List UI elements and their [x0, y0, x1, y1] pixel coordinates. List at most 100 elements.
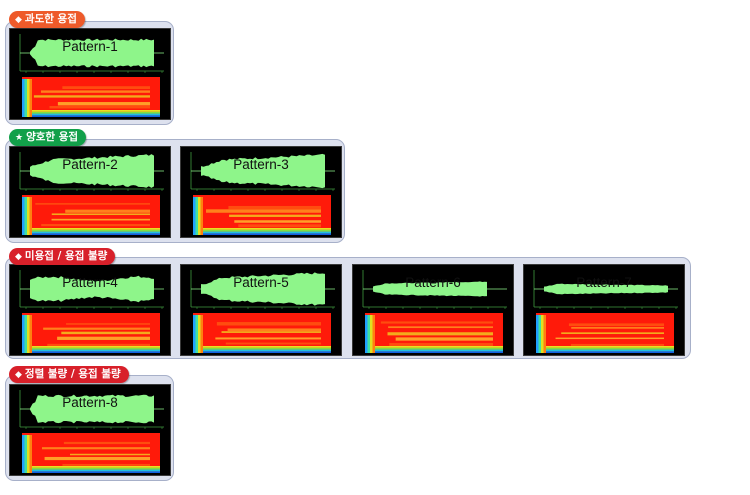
spectrogram-low-band: [22, 113, 160, 116]
spectrogram-band: [206, 209, 321, 213]
spectrogram-band: [568, 323, 664, 327]
spectrogram-band: [387, 332, 493, 336]
waveform-svg: [190, 152, 335, 191]
spectrogram-onset: [29, 197, 32, 235]
spectrogram-band: [66, 323, 150, 325]
spectrogram-band: [51, 218, 150, 221]
spectrogram-onset: [22, 435, 25, 473]
spectrogram-low-band: [22, 466, 160, 468]
spectrogram-onset: [538, 315, 541, 353]
spectrogram-svg: [193, 195, 331, 235]
spectrogram-band: [35, 203, 150, 205]
spectrogram-low-band: [536, 346, 674, 348]
spectrogram-band: [63, 441, 151, 445]
spectrogram-svg: [536, 313, 674, 353]
spectrogram-band: [33, 95, 150, 98]
pattern-card-8[interactable]: Pattern-8: [9, 384, 171, 476]
spectrogram-band: [234, 220, 321, 223]
pattern-card-5[interactable]: Pattern-5: [180, 264, 342, 356]
group-tag-label: 양호한 용접: [26, 131, 79, 143]
spectrogram-onset: [24, 315, 27, 353]
spectrogram-low-band: [193, 233, 331, 235]
spectrogram-low-band: [22, 111, 160, 114]
spectrogram-band: [555, 337, 664, 340]
spectrogram-band: [561, 332, 664, 335]
spectrogram-band: [43, 327, 150, 330]
spectrogram-band: [225, 342, 321, 345]
spectrogram-band: [221, 331, 321, 333]
spectrogram-low-band: [536, 349, 674, 352]
spectrogram-onset: [193, 315, 196, 353]
group-tag-label: 미용접 / 용접 불량: [24, 250, 108, 262]
pattern-card-3[interactable]: Pattern-3: [180, 146, 342, 238]
spectrogram-onset: [367, 315, 370, 353]
spectrogram-plot: [536, 313, 674, 353]
spectrogram-onset: [198, 197, 201, 235]
spectrogram-low-band: [22, 229, 160, 232]
waveform-svg: [19, 270, 164, 309]
pattern-card-2[interactable]: Pattern-2: [9, 146, 171, 238]
spectrogram-svg: [22, 195, 160, 235]
waveform-plot: [187, 269, 337, 309]
spectrogram-band: [228, 205, 321, 210]
spectrogram-low-band: [22, 351, 160, 353]
waveform-plot: [16, 269, 166, 309]
pattern-label: Pattern-8: [62, 395, 118, 410]
spectrogram-band: [49, 105, 151, 109]
spectrogram-low-band: [536, 351, 674, 353]
waveform-plot: [16, 33, 166, 73]
spectrogram-onset: [370, 315, 373, 353]
spectrogram-band: [395, 337, 493, 341]
spectrogram-band: [69, 453, 150, 456]
pattern-label: Pattern-7: [576, 275, 632, 290]
spectrogram-low-band: [22, 469, 160, 472]
diamond-icon: ◆: [15, 370, 22, 380]
waveform-plot: [187, 151, 337, 191]
spectrogram-band: [57, 102, 150, 106]
pattern-card-6[interactable]: Pattern-6: [352, 264, 514, 356]
spectrogram-plot: [22, 77, 160, 117]
spectrogram-svg: [22, 313, 160, 353]
pattern-label: Pattern-5: [233, 275, 289, 290]
pattern-card-4[interactable]: Pattern-4: [9, 264, 171, 356]
diamond-icon: ◆: [15, 252, 22, 262]
spectrogram-band: [62, 463, 150, 466]
spectrogram-band: [238, 224, 321, 228]
spectrogram-onset: [541, 315, 544, 353]
spectrogram-onset: [195, 315, 198, 353]
spectrogram-band: [40, 90, 150, 93]
spectrogram-low-band: [193, 229, 331, 232]
spectrogram-band: [47, 343, 150, 348]
spectrogram-low-band: [365, 349, 503, 352]
spectrogram-band: [389, 343, 493, 346]
spectrogram-onset: [193, 197, 196, 235]
spectrogram-onset: [198, 315, 201, 353]
spectrogram-low-band: [22, 110, 160, 112]
pattern-label: Pattern-4: [62, 275, 118, 290]
spectrogram-low-band: [193, 347, 331, 350]
spectrogram-band: [61, 331, 150, 335]
waveform-svg: [19, 152, 164, 191]
spectrogram-onset: [29, 435, 32, 473]
spectrogram-onset: [543, 315, 546, 353]
spectrogram-low-band: [22, 471, 160, 473]
spectrogram-low-band: [193, 351, 331, 353]
pattern-card-7[interactable]: Pattern-7: [523, 264, 685, 356]
spectrogram-band: [570, 343, 664, 346]
spectrogram-low-band: [193, 231, 331, 234]
spectrogram-low-band: [22, 467, 160, 470]
spectrogram-onset: [195, 197, 198, 235]
spectrogram-svg: [365, 313, 503, 353]
spectrogram-low-band: [22, 115, 160, 117]
spectrogram-band: [388, 326, 493, 329]
waveform-svg: [362, 270, 507, 309]
spectrogram-band: [215, 337, 321, 340]
pattern-card-1[interactable]: Pattern-1: [9, 28, 171, 120]
spectrogram-svg: [22, 77, 160, 117]
spectrogram-low-band: [536, 347, 674, 350]
spectrogram-onset: [24, 435, 27, 473]
spectrogram-onset: [372, 315, 375, 353]
pattern-label: Pattern-1: [62, 39, 118, 54]
spectrogram-band: [44, 456, 150, 461]
spectrogram-onset: [27, 315, 30, 353]
